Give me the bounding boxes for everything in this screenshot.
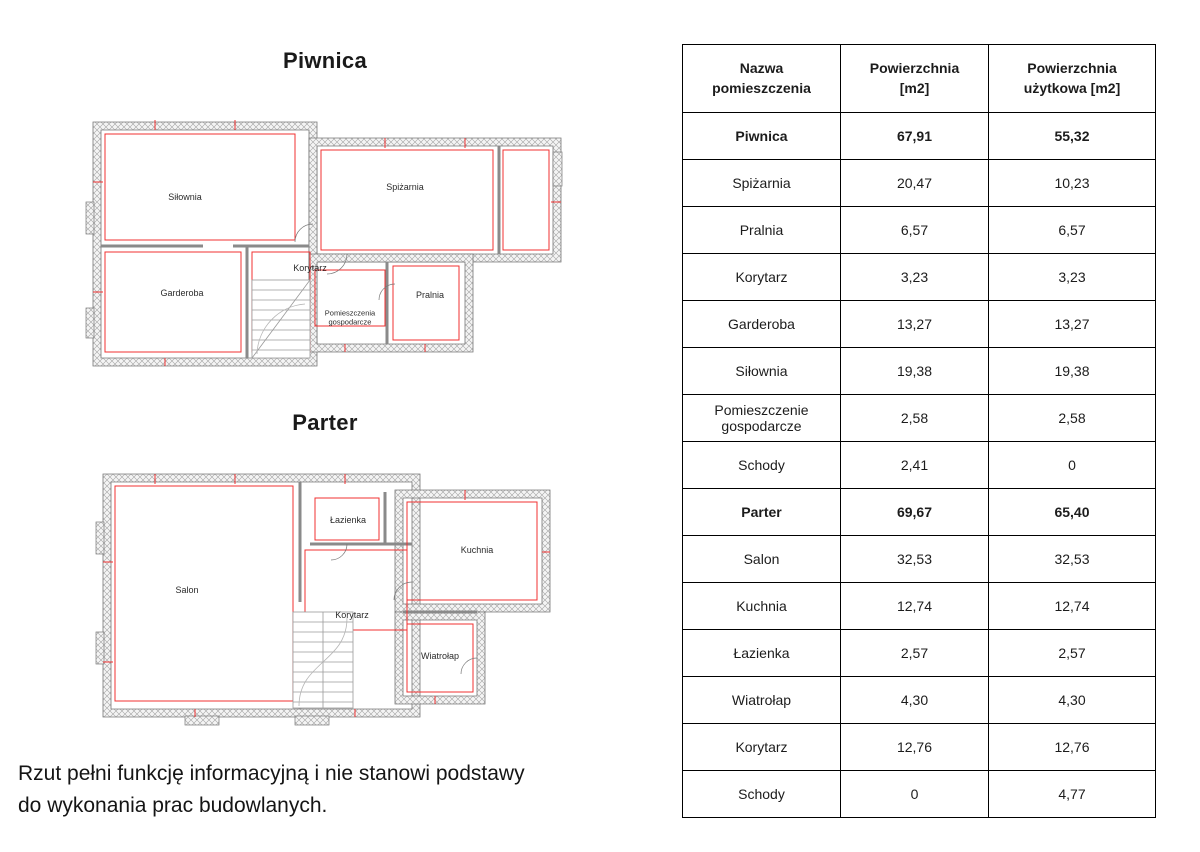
cell-room-name: Korytarz bbox=[682, 253, 841, 301]
room-label-spizarnia: Spiżarnia bbox=[386, 181, 424, 192]
cell-usable-area: 4,30 bbox=[988, 676, 1156, 724]
cell-usable-area: 2,58 bbox=[988, 394, 1156, 442]
cell-usable-area: 0 bbox=[988, 441, 1156, 489]
floorplan-piwnica: Siłownia Spiżarnia Garderoba Korytarz Pr… bbox=[85, 112, 565, 377]
table-row: Pomieszczenie gospodarcze 2,58 2,58 bbox=[682, 394, 1156, 442]
cell-area: 12,74 bbox=[840, 582, 989, 630]
cell-area: 0 bbox=[840, 770, 989, 818]
table-row: Korytarz 3,23 3,23 bbox=[682, 253, 1156, 301]
room-label-garderoba: Garderoba bbox=[160, 287, 204, 298]
table-row: Łazienka 2,57 2,57 bbox=[682, 629, 1156, 677]
cell-usable-area: 19,38 bbox=[988, 347, 1156, 395]
table-row: Korytarz 12,76 12,76 bbox=[682, 723, 1156, 771]
cell-usable-area: 4,77 bbox=[988, 770, 1156, 818]
cell-room-name: Spiżarnia bbox=[682, 159, 841, 207]
cell-area: 19,38 bbox=[840, 347, 989, 395]
table-row-parter: Parter 69,67 65,40 bbox=[682, 488, 1156, 536]
col-header-room-name: Nazwa pomieszczenia bbox=[682, 44, 841, 113]
table-row: Salon 32,53 32,53 bbox=[682, 535, 1156, 583]
parter-walls bbox=[95, 473, 551, 726]
cell-room-name: Schody bbox=[682, 770, 841, 818]
parter-partitions bbox=[298, 482, 477, 709]
cell-room-name: Schody bbox=[682, 441, 841, 489]
plan-title-piwnica: Piwnica bbox=[282, 48, 368, 73]
cell-area: 69,67 bbox=[840, 488, 989, 536]
cell-area: 6,57 bbox=[840, 206, 989, 254]
disclaimer-text: Rzut pełni funkcję informacyjną i nie st… bbox=[18, 762, 525, 817]
cell-usable-area: 12,74 bbox=[988, 582, 1156, 630]
table-row: Schody 0 4,77 bbox=[682, 770, 1156, 818]
table-row: Siłownia 19,38 19,38 bbox=[682, 347, 1156, 395]
table-row: Wiatrołap 4,30 4,30 bbox=[682, 676, 1156, 724]
cell-room-name: Wiatrołap bbox=[682, 676, 841, 724]
cell-area: 67,91 bbox=[840, 112, 989, 160]
cell-usable-area: 10,23 bbox=[988, 159, 1156, 207]
cell-room-name: Pomieszczenie gospodarcze bbox=[682, 394, 841, 442]
piwnica-walls bbox=[85, 121, 563, 367]
cell-area: 4,30 bbox=[840, 676, 989, 724]
cell-area: 20,47 bbox=[840, 159, 989, 207]
cell-usable-area: 6,57 bbox=[988, 206, 1156, 254]
piwnica-door-arcs bbox=[294, 223, 396, 301]
room-label-pralnia: Pralnia bbox=[415, 289, 445, 300]
cell-room-name: Pralnia bbox=[682, 206, 841, 254]
col-header-area: Powierzchnia [m2] bbox=[840, 44, 989, 113]
room-label-wiatrolap: Wiatrołap bbox=[420, 650, 460, 661]
room-label-pom-gospodarcze: Pomieszczenia gospodarcze bbox=[324, 308, 376, 326]
room-area-table: Nazwa pomieszczenia Powierzchnia [m2] Po… bbox=[682, 44, 1156, 818]
col-header-usable-area: Powierzchnia użytkowa [m2] bbox=[988, 44, 1156, 113]
table-row: Kuchnia 12,74 12,74 bbox=[682, 582, 1156, 630]
room-label-korytarz-parter: Korytarz bbox=[335, 609, 369, 620]
cell-usable-area: 12,76 bbox=[988, 723, 1156, 771]
cell-room-name: Garderoba bbox=[682, 300, 841, 348]
parter-door-arcs bbox=[330, 543, 478, 675]
cell-area: 13,27 bbox=[840, 300, 989, 348]
table-row: Schody 2,41 0 bbox=[682, 441, 1156, 489]
room-label-lazienka: Łazienka bbox=[329, 514, 367, 525]
table-row: Pralnia 6,57 6,57 bbox=[682, 206, 1156, 254]
floorplan-parter: Salon Łazienka Kuchnia Korytarz Wiatroła… bbox=[95, 462, 555, 732]
cell-usable-area: 3,23 bbox=[988, 253, 1156, 301]
cell-area: 2,57 bbox=[840, 629, 989, 677]
cell-usable-area: 13,27 bbox=[988, 300, 1156, 348]
cell-room-name: Parter bbox=[682, 488, 841, 536]
table-row: Spiżarnia 20,47 10,23 bbox=[682, 159, 1156, 207]
cell-usable-area: 2,57 bbox=[988, 629, 1156, 677]
cell-area: 2,58 bbox=[840, 394, 989, 442]
room-label-kuchnia: Kuchnia bbox=[460, 544, 494, 555]
cell-usable-area: 55,32 bbox=[988, 112, 1156, 160]
cell-room-name: Siłownia bbox=[682, 347, 841, 395]
cell-room-name: Kuchnia bbox=[682, 582, 841, 630]
cell-area: 32,53 bbox=[840, 535, 989, 583]
piwnica-stairs bbox=[251, 279, 311, 359]
plan-title-parter: Parter bbox=[292, 410, 358, 435]
piwnica-plan-drawing bbox=[85, 120, 563, 367]
room-label-salon: Salon bbox=[175, 584, 199, 595]
parter-plan-drawing bbox=[95, 473, 551, 726]
parter-dimension-ticks bbox=[103, 474, 550, 717]
cell-area: 12,76 bbox=[840, 723, 989, 771]
room-label-silownia: Siłownia bbox=[168, 191, 202, 202]
table-header-row: Nazwa pomieszczenia Powierzchnia [m2] Po… bbox=[682, 44, 1156, 113]
cell-area: 2,41 bbox=[840, 441, 989, 489]
cell-room-name: Salon bbox=[682, 535, 841, 583]
parter-room-outlines bbox=[114, 485, 538, 702]
piwnica-partitions bbox=[101, 146, 501, 358]
parter-stairs bbox=[292, 611, 354, 709]
cell-room-name: Łazienka bbox=[682, 629, 841, 677]
cell-room-name: Piwnica bbox=[682, 112, 841, 160]
cell-room-name: Korytarz bbox=[682, 723, 841, 771]
cell-usable-area: 32,53 bbox=[988, 535, 1156, 583]
table-row-piwnica: Piwnica 67,91 55,32 bbox=[682, 112, 1156, 160]
cell-usable-area: 65,40 bbox=[988, 488, 1156, 536]
cell-area: 3,23 bbox=[840, 253, 989, 301]
piwnica-dimension-ticks bbox=[93, 120, 561, 366]
room-label-korytarz-piwnica: Korytarz bbox=[293, 262, 327, 273]
table-row: Garderoba 13,27 13,27 bbox=[682, 300, 1156, 348]
